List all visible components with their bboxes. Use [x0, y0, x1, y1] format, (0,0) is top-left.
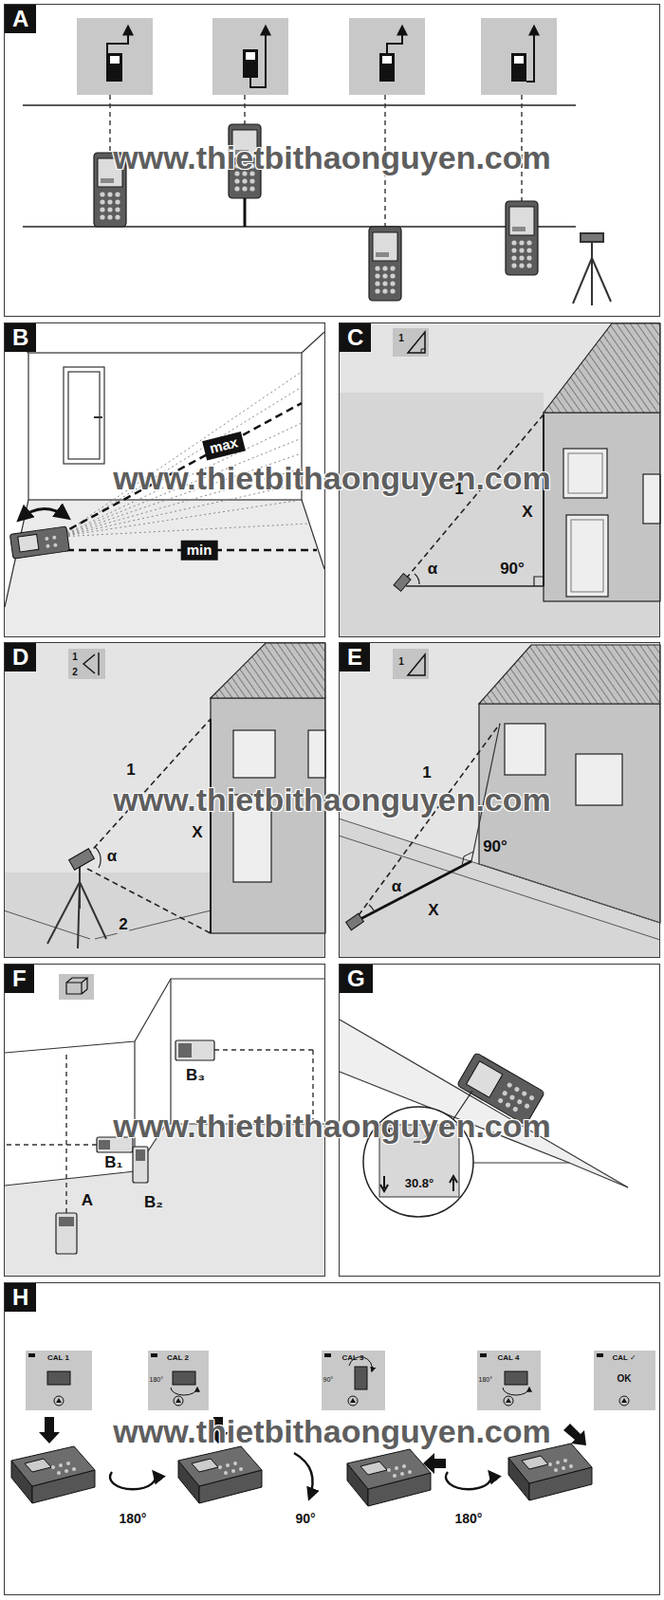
- panel-letter: F: [4, 964, 35, 994]
- panel-letter: E: [339, 643, 370, 672]
- dimension-label: 1: [452, 480, 465, 499]
- dimension-label: α: [389, 878, 404, 897]
- range-tag: min: [181, 540, 219, 561]
- dimension-label: 2: [116, 916, 130, 935]
- dimension-label: 90°: [498, 560, 527, 579]
- watermark: www.thietbithaonguyen.com: [112, 782, 552, 818]
- dimension-label: X: [519, 503, 535, 522]
- display-screen: CAL ✓ OK: [593, 1350, 656, 1411]
- panel-letter: G: [339, 964, 373, 994]
- dimension-label: A: [79, 1192, 95, 1211]
- dimension-label: 1: [124, 761, 137, 780]
- display-screen: CAL 1: [25, 1350, 93, 1411]
- dimension-label: B₃: [184, 1067, 207, 1086]
- screen-text: 180°: [479, 1376, 493, 1384]
- dimension-label: B₂: [142, 1194, 166, 1213]
- watermark: www.thietbithaonguyen.com: [112, 1414, 552, 1450]
- watermark: www.thietbithaonguyen.com: [112, 1108, 552, 1144]
- screen-text: CAL 3: [321, 1353, 386, 1363]
- panel-letter: B: [4, 323, 37, 352]
- screen-text: 90°: [323, 1376, 334, 1384]
- icon-label: 1: [398, 656, 405, 667]
- screen-text: CAL 4: [477, 1353, 541, 1363]
- screen-text: CAL 1: [25, 1353, 93, 1363]
- panel-h-art: [3, 1282, 661, 1596]
- dimension-label: B₁: [102, 1154, 125, 1173]
- screen-text: CAL 2: [147, 1353, 209, 1363]
- display-screen: CAL 4 180°: [477, 1350, 541, 1411]
- icon-label: 2: [72, 666, 78, 678]
- rotation-label: 180°: [119, 1512, 148, 1527]
- icon-label: 1: [398, 332, 405, 344]
- panel-letter: H: [4, 1283, 37, 1312]
- rotation-label: 90°: [295, 1512, 315, 1527]
- screen-text: 180°: [149, 1376, 164, 1384]
- screen-text: OK: [593, 1373, 656, 1384]
- dimension-label: 1: [420, 764, 433, 783]
- screen-text: CAL ✓: [593, 1353, 656, 1363]
- watermark: www.thietbithaonguyen.com: [112, 140, 552, 176]
- dimension-label: 90°: [480, 838, 510, 857]
- dimension-label: α: [425, 560, 440, 579]
- range-tag: max: [202, 431, 246, 461]
- dimension-label: X: [425, 902, 441, 921]
- display-screen: CAL 2 180°: [147, 1350, 209, 1411]
- panel-a-art: [3, 3, 661, 317]
- watermark: www.thietbithaonguyen.com: [112, 461, 552, 497]
- display-value: 30.8°: [405, 1177, 435, 1191]
- panel-letter: A: [4, 4, 37, 34]
- dimension-label: α: [105, 848, 119, 867]
- panel-letter: C: [339, 323, 371, 352]
- display-screen: CAL 3 90°: [321, 1350, 386, 1411]
- panel-letter: D: [4, 643, 37, 672]
- icon-label: 1: [72, 651, 78, 663]
- rotation-label: 180°: [455, 1512, 483, 1527]
- dimension-label: X: [189, 824, 204, 843]
